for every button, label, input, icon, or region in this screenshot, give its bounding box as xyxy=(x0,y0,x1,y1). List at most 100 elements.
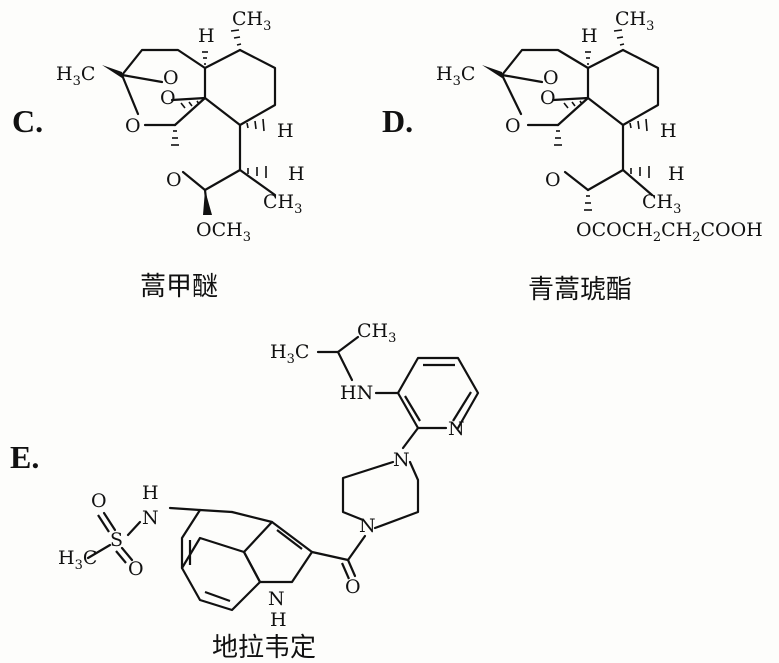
compound-name-delavirdine: 地拉韦定 xyxy=(212,633,316,663)
bond-double xyxy=(276,529,303,550)
option-label-c: C. xyxy=(12,103,43,139)
bond-double xyxy=(452,391,472,422)
svg-text:H3C: H3C xyxy=(58,547,97,573)
atom-o: O xyxy=(540,87,556,109)
bond-hash xyxy=(613,29,625,46)
atom-h: H xyxy=(142,482,159,504)
bond xyxy=(396,391,420,430)
bond xyxy=(556,96,590,127)
bond-hash xyxy=(202,51,208,65)
bond-hash xyxy=(554,130,562,146)
bond-double xyxy=(404,395,421,422)
atom-h: H xyxy=(198,25,215,47)
bond-hash xyxy=(563,100,583,109)
bond xyxy=(170,96,207,102)
bond xyxy=(500,48,590,77)
svg-text:OCOCH2CH2COOH: OCOCH2CH2COOH xyxy=(576,219,763,245)
atom-h: H xyxy=(270,609,287,631)
bond xyxy=(310,550,350,562)
bond-hash xyxy=(584,195,592,211)
svg-text:H3C: H3C xyxy=(270,341,309,367)
atom-h: H xyxy=(668,163,685,185)
bond xyxy=(500,73,544,84)
bond-double xyxy=(115,550,127,564)
bond xyxy=(86,543,112,560)
structure-delavirdine: E. H3C CH3 HN N N N O N xyxy=(10,320,480,663)
bond xyxy=(180,536,262,612)
bond xyxy=(181,170,207,192)
svg-text:H3C: H3C xyxy=(436,63,475,89)
atom-o: O xyxy=(345,576,361,598)
bond-hash xyxy=(246,118,265,132)
atom-h: H xyxy=(277,120,294,142)
svg-text:H3C: H3C xyxy=(56,63,95,89)
atom-o: O xyxy=(505,115,521,137)
bond xyxy=(500,73,523,116)
atom-h: H xyxy=(660,120,677,142)
atom-o: O xyxy=(128,558,144,580)
bond xyxy=(621,168,654,197)
bond xyxy=(586,48,625,70)
atom-o: O xyxy=(166,169,182,191)
bond xyxy=(120,48,207,77)
bond-hash xyxy=(180,100,200,109)
bond-hash xyxy=(247,166,267,178)
bond-wedge xyxy=(482,65,502,78)
atom-n: N xyxy=(268,588,285,610)
bond xyxy=(336,350,354,382)
bond xyxy=(173,96,207,127)
bond xyxy=(346,558,357,578)
bond-hash xyxy=(630,166,650,178)
bond xyxy=(203,168,242,192)
bond-hash xyxy=(230,29,242,46)
atom-n: N xyxy=(393,449,410,471)
atom-hn: HN xyxy=(340,382,373,404)
atom-n: N xyxy=(448,418,465,440)
svg-text:CH3: CH3 xyxy=(357,320,396,346)
atom-n: N xyxy=(359,515,376,537)
bond xyxy=(373,460,420,530)
bond xyxy=(341,460,395,522)
compound-name-artesunate: 青蒿琥酯 xyxy=(528,275,632,305)
atom-o: O xyxy=(543,67,559,89)
bond xyxy=(401,426,420,450)
structure-artesunate: D. xyxy=(382,8,763,305)
bond xyxy=(180,508,234,570)
bond xyxy=(102,511,117,532)
bond-double xyxy=(97,514,110,533)
option-label-d: D. xyxy=(382,103,413,139)
bond xyxy=(203,48,242,70)
bond-hash xyxy=(171,130,179,146)
atom-o: O xyxy=(545,169,561,191)
bond xyxy=(120,73,140,116)
bond xyxy=(126,520,142,537)
bond xyxy=(586,48,660,127)
compound-name-artemether: 蒿甲醚 xyxy=(140,272,218,302)
svg-text:CH3: CH3 xyxy=(232,8,271,34)
bond xyxy=(120,73,164,84)
atom-h: H xyxy=(288,163,305,185)
svg-text:CH3: CH3 xyxy=(615,8,654,34)
bond-double xyxy=(204,590,231,603)
bond xyxy=(120,546,134,562)
bond xyxy=(230,510,274,524)
bond xyxy=(203,48,277,127)
atom-o: O xyxy=(91,490,107,512)
bond-hash xyxy=(585,51,591,65)
bond xyxy=(346,534,367,562)
bond xyxy=(586,168,625,192)
atom-o: O xyxy=(125,115,141,137)
atom-o: O xyxy=(160,87,176,109)
svg-text:CH3: CH3 xyxy=(642,191,681,217)
bond xyxy=(238,168,277,197)
bond xyxy=(396,356,480,430)
atom-n: N xyxy=(142,507,159,529)
bond xyxy=(168,506,202,512)
bond xyxy=(563,170,590,192)
bond-hash xyxy=(629,118,648,132)
bond xyxy=(316,335,360,354)
option-label-e: E. xyxy=(10,439,39,475)
bond xyxy=(551,96,590,102)
